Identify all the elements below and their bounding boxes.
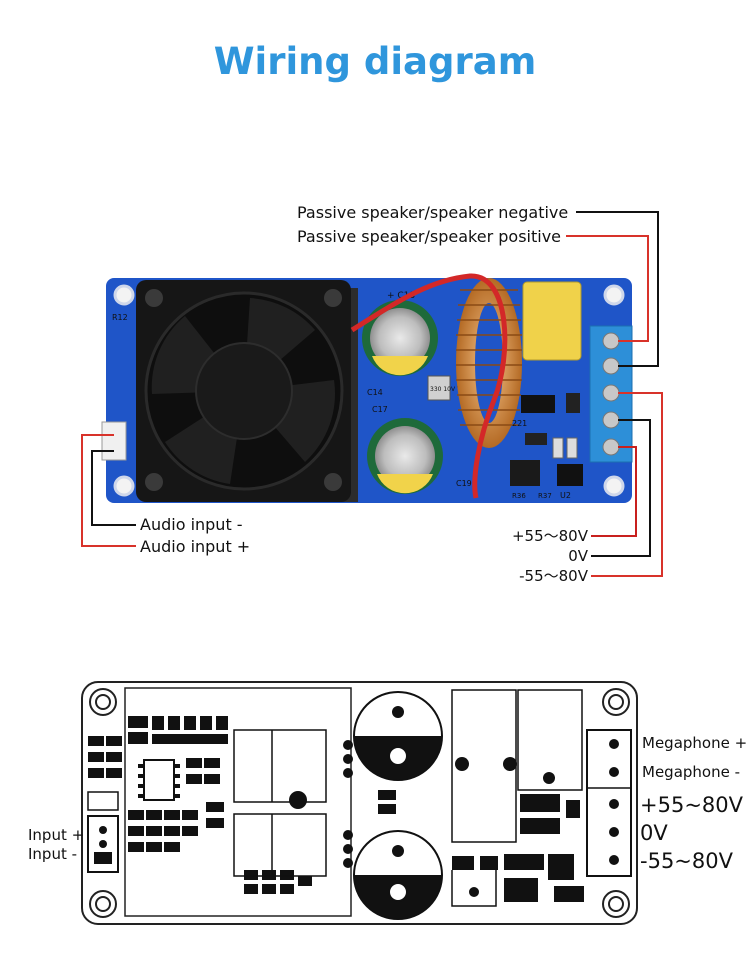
label-input-neg: Input - bbox=[28, 845, 77, 863]
pcb-mark-r37: R37 bbox=[538, 492, 552, 500]
page-title: Wiring diagram bbox=[213, 40, 537, 83]
pcb-mark-r12: R12 bbox=[112, 313, 128, 322]
pcb-mark-choke: 221 bbox=[512, 419, 527, 428]
label-megaphone-pos: Megaphone + bbox=[642, 734, 747, 752]
pcb-mark-u2: U2 bbox=[560, 491, 571, 500]
schematic-heatsink-area bbox=[124, 687, 352, 917]
capacitor-bottom bbox=[367, 418, 443, 494]
svg-text:+ C18: + C18 bbox=[387, 291, 415, 301]
wire-zero bbox=[591, 419, 651, 557]
schematic-terminal-block bbox=[586, 729, 632, 877]
audio-input-connector bbox=[101, 421, 127, 461]
schematic-film-cap-outline bbox=[517, 689, 583, 791]
cooling-fan-icon bbox=[136, 280, 351, 502]
pcb-mark-c19: C19 bbox=[456, 479, 472, 488]
wire-audio-negative bbox=[91, 450, 136, 526]
schematic-mount-holes bbox=[89, 688, 630, 918]
schematic-ic-left bbox=[138, 759, 180, 801]
cap-rating-mark: 330 10V VT bbox=[430, 386, 465, 393]
mounting-holes bbox=[113, 284, 625, 497]
label-schematic-vpos: +55~80V bbox=[640, 793, 744, 817]
smd-components bbox=[510, 393, 583, 486]
label-audio-positive: Audio input + bbox=[140, 537, 250, 556]
label-photo-vpos: +55～80V bbox=[512, 527, 589, 545]
label-speaker-positive: Passive speaker/speaker positive bbox=[297, 227, 561, 246]
schematic-smd-clusters bbox=[88, 716, 396, 894]
label-photo-zero: 0V bbox=[568, 547, 589, 565]
film-capacitor bbox=[522, 281, 582, 361]
label-schematic-vneg: -55~80V bbox=[640, 849, 734, 873]
label-schematic-zero: 0V bbox=[640, 821, 668, 845]
small-capacitor bbox=[427, 375, 451, 401]
board-schematic-outline: Megaphone + Megaphone - +55~80V 0V -55~8… bbox=[28, 681, 747, 925]
pcb-mark-c17: C17 bbox=[372, 405, 388, 414]
label-photo-vneg: -55～80V bbox=[519, 567, 589, 585]
wire-audio-positive bbox=[81, 434, 136, 547]
label-speaker-negative: Passive speaker/speaker negative bbox=[297, 203, 568, 222]
amplifier-board-photo: R12 + C18 330 10V VT C14 C17 C19 bbox=[81, 203, 663, 585]
internal-red-wire bbox=[350, 273, 508, 499]
wire-vneg bbox=[591, 392, 663, 577]
label-audio-negative: Audio input - bbox=[140, 515, 243, 534]
schematic-capacitor-top bbox=[353, 691, 443, 781]
capacitor-top: + C18 bbox=[362, 291, 438, 376]
wire-speaker-negative bbox=[576, 211, 659, 367]
schematic-transistor-pads bbox=[233, 729, 327, 877]
pcb-mark-c14: C14 bbox=[367, 388, 383, 397]
label-input-pos: Input + bbox=[28, 826, 84, 844]
wire-vpos bbox=[591, 446, 637, 537]
wire-speaker-positive bbox=[566, 235, 649, 342]
screw-terminal-block bbox=[589, 325, 633, 463]
schematic-capacitor-bottom bbox=[353, 830, 443, 920]
label-megaphone-neg: Megaphone - bbox=[642, 763, 740, 781]
schematic-input-connector bbox=[87, 815, 119, 873]
pcb-mark-r36: R36 bbox=[512, 492, 526, 500]
